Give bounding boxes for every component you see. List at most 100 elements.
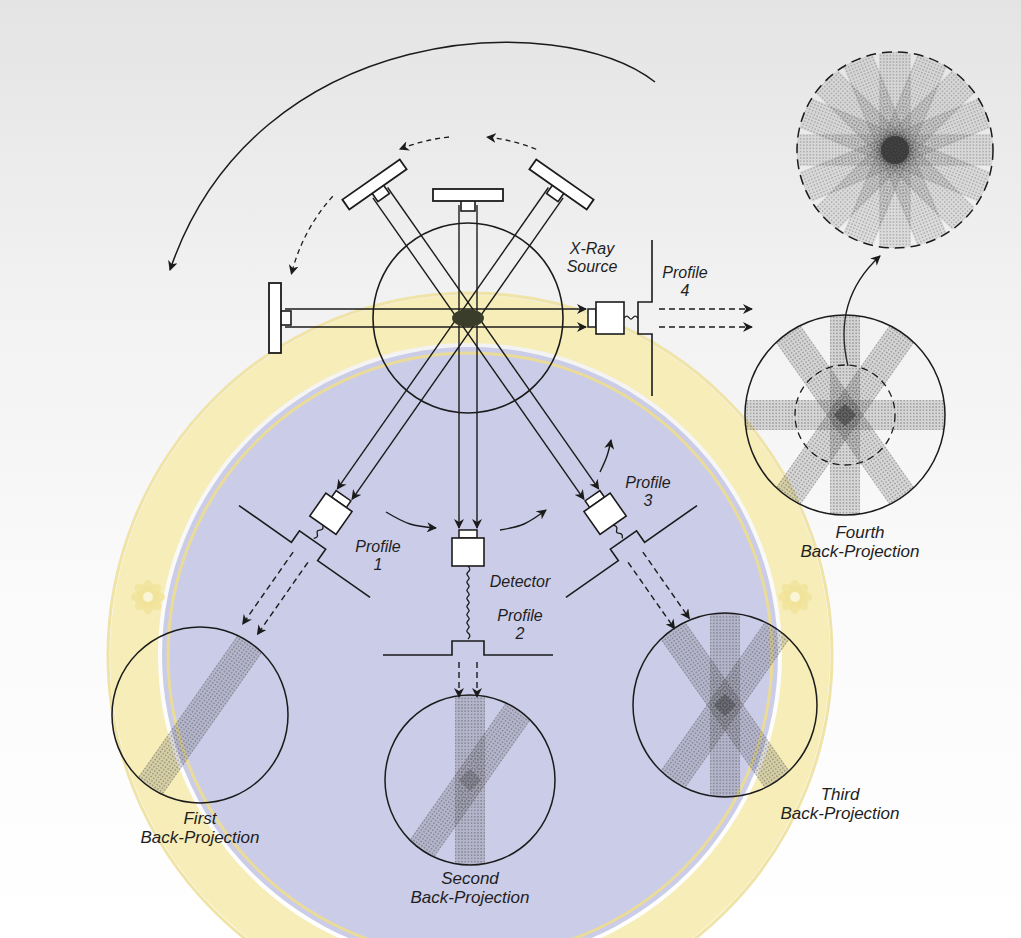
scanned-object [452, 309, 484, 327]
word: Profile [497, 607, 542, 624]
source-rotation-arrow [400, 137, 449, 149]
back-projection-circle: First Back-Projection [112, 627, 288, 803]
stipple-bands [657, 608, 793, 802]
word: Profile [355, 538, 400, 555]
part-label: Profile 3 [625, 474, 670, 510]
dashed-outline [797, 52, 993, 248]
label-anchor: Profile 3 [625, 474, 670, 510]
stipple-band [879, 47, 911, 253]
beam-line [373, 198, 584, 499]
source-rotation-arrow [291, 196, 332, 274]
overlap-core [714, 694, 737, 717]
detector-rotation-arrow [386, 512, 436, 528]
detector-neck [588, 309, 596, 327]
word: 3 [644, 492, 653, 509]
stipple-bands [406, 690, 534, 870]
detector-neck [459, 530, 477, 538]
label-anchor: Profile 1 [355, 538, 400, 574]
detector [588, 302, 638, 334]
watermark-seal [108, 293, 832, 938]
detector-box [584, 493, 626, 534]
detectors [301, 302, 638, 639]
stipple-band [792, 134, 998, 166]
word: Source [567, 258, 618, 275]
detector-box [310, 493, 352, 534]
word: X-Ray [570, 240, 614, 257]
detector-box [596, 302, 624, 334]
x-ray-beams [285, 188, 599, 528]
back-projection-circle: Third Back-Projection [633, 613, 817, 797]
beam-line [352, 198, 563, 499]
stipple-texture [710, 608, 740, 802]
source-bar [529, 159, 593, 209]
beam-line [337, 188, 548, 489]
signal-wire [624, 316, 638, 319]
detector-rotation-arrow [500, 510, 546, 530]
signal-wire [313, 525, 325, 540]
stipple-band [811, 66, 979, 234]
back-projection-arrow [476, 662, 477, 697]
word: Back-Projection [410, 888, 529, 907]
stipple-texture [740, 400, 950, 430]
label-anchor: Profile 2 [497, 607, 542, 643]
circle-border [633, 613, 817, 797]
word: Back-Projection [800, 542, 919, 561]
x-ray-source [433, 189, 503, 211]
word: 4 [681, 282, 690, 299]
word: Second [441, 869, 499, 888]
circle-border [112, 627, 288, 803]
back-projection-circle: Fourth Back-Projection [745, 315, 945, 515]
scan-field [373, 223, 563, 413]
stipple-texture [792, 134, 998, 166]
signal-wire [467, 566, 470, 639]
stipple-band [830, 310, 860, 520]
back-projection-arrow [628, 562, 674, 628]
circle-border [385, 695, 555, 865]
caption: Fourth Back-Projection [800, 523, 919, 561]
stipple-band [710, 608, 740, 802]
rotation-arrow [170, 42, 655, 270]
stipple-bands [134, 630, 265, 800]
stipple-band [134, 630, 265, 800]
flower-petal [778, 580, 812, 614]
back-projection-arrow [659, 308, 752, 309]
word: Back-Projection [140, 828, 259, 847]
beam-line [476, 205, 477, 528]
profile-graph [383, 641, 553, 655]
flower-petal [778, 580, 812, 614]
profile-graph [239, 506, 370, 598]
circle-border [745, 315, 945, 515]
seal-ring [134, 319, 806, 938]
stipple-texture [657, 617, 793, 793]
back-projection-arrow [458, 662, 459, 697]
flower-core [790, 592, 800, 602]
stipple-band [794, 96, 997, 204]
back-projection-arrow [243, 552, 293, 624]
back-projection-arrow [257, 562, 307, 634]
seal-outer-line [108, 293, 832, 938]
part-label: Profile 2 [497, 607, 542, 643]
beam-line [285, 308, 586, 309]
x-ray-source [524, 159, 594, 217]
stipple-texture [455, 690, 485, 870]
x-ray-sources [269, 159, 594, 353]
word: Profile [625, 474, 670, 491]
stipple-bands [792, 47, 998, 253]
caption: Third Back-Projection [780, 785, 899, 823]
x-ray-source [342, 159, 412, 217]
caption: First Back-Projection [140, 809, 259, 847]
profile-graph [566, 506, 697, 598]
overlap-core [834, 404, 857, 427]
label-anchor: Profile 4 [662, 264, 707, 300]
flower-petal [131, 580, 165, 614]
word: 2 [516, 625, 525, 642]
stipple-band [740, 400, 950, 430]
detector [452, 530, 484, 639]
back-projection-circle: Second Back-Projection [385, 695, 555, 865]
stipple-texture [811, 66, 979, 234]
stipple-texture [879, 47, 911, 253]
part-label: Profile 4 [662, 264, 707, 300]
back-projection-arrow [643, 552, 689, 618]
detector-rotation-arrow [600, 440, 611, 472]
